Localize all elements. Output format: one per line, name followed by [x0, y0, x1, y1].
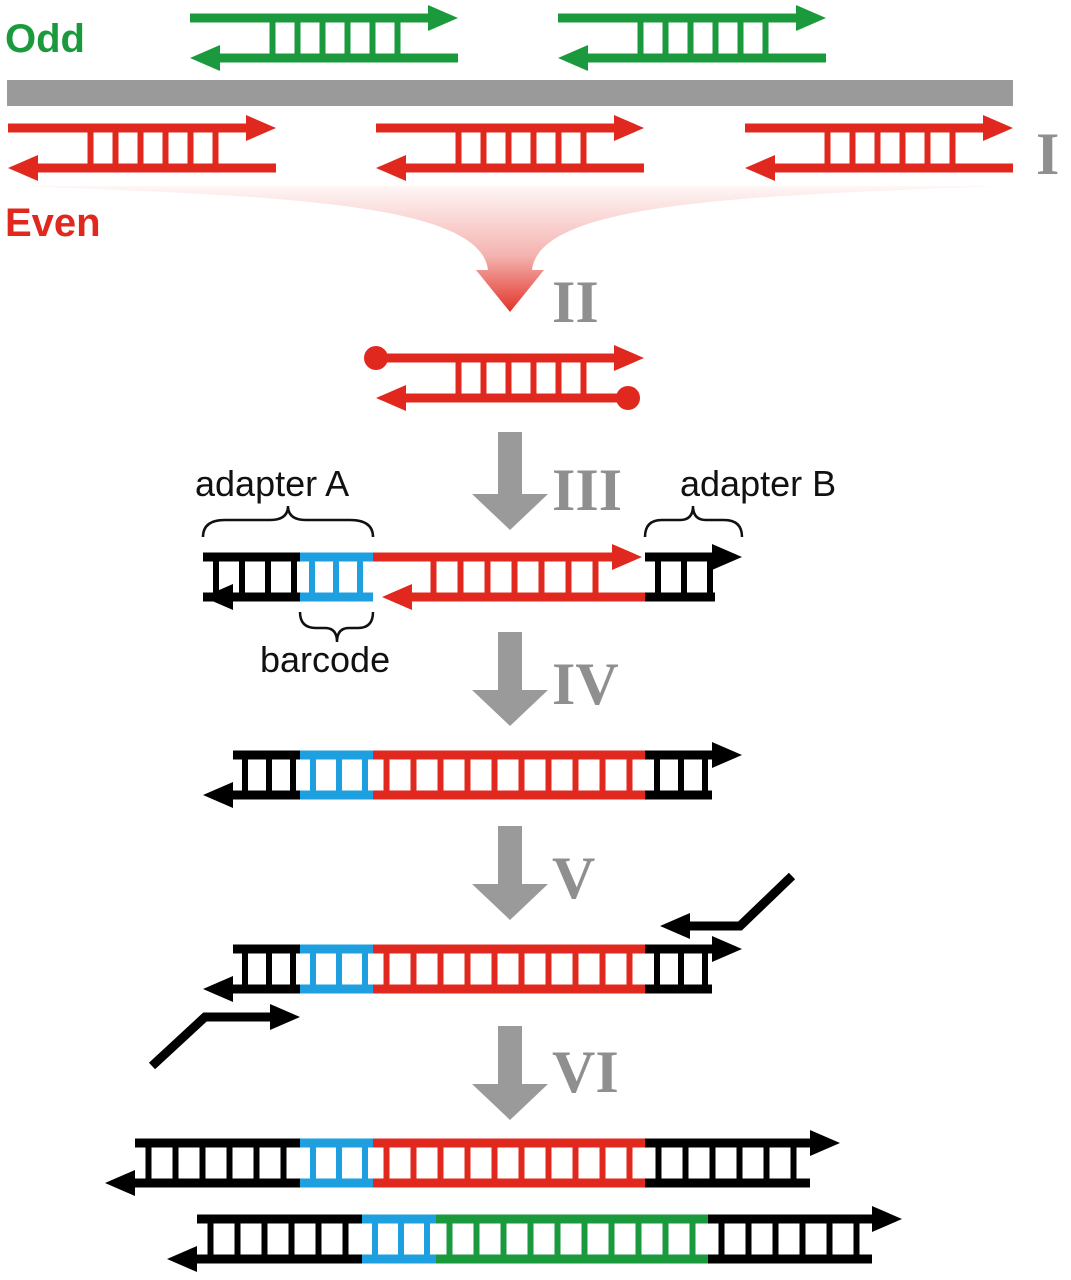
even-fragment-1-top-arrowhead: [246, 115, 276, 141]
even-fragment-1: [87, 128, 219, 168]
primer-b-arrowhead: [660, 913, 690, 939]
filled-molecule-barcode: [310, 755, 368, 795]
even-fragment-3: [824, 128, 956, 168]
template-dna-bar: [7, 80, 1013, 106]
filled-molecule-insert: [383, 755, 633, 795]
ligation-intermediate-adapter-b: [655, 557, 713, 597]
ligation-intermediate-barcode: [309, 557, 363, 597]
ligation-intermediate-adapter-b-arrowhead: [712, 544, 742, 570]
ligation-intermediate-adapter-a-arrowhead: [203, 584, 233, 610]
end-repaired-fragment-bottom-arrowhead: [376, 385, 406, 411]
primer-a-strand: [148, 1012, 270, 1070]
library-odd-adapter-a: [207, 1219, 349, 1259]
filled-molecule-adapter-a: [242, 755, 296, 795]
end-repaired-fragment-phosphate-left: [364, 346, 388, 370]
end-repaired-fragment-top-arrowhead: [614, 345, 644, 371]
library-odd-adapter-b: [718, 1219, 860, 1259]
process-arrow-vi-head: [472, 1084, 548, 1120]
library-odd-insert: [446, 1219, 696, 1259]
process-arrow-iii-shaft: [498, 432, 522, 500]
library-even-bottom-arrowhead: [105, 1170, 135, 1196]
ligation-intermediate-insert: [430, 557, 599, 597]
process-arrow-v-shaft: [498, 826, 522, 890]
process-arrow-v-head: [472, 884, 548, 920]
filled-molecule-bottom-arrowhead: [203, 782, 233, 808]
even-fragment-2-top-arrowhead: [614, 115, 644, 141]
even-fragment-3-bottom-arrowhead: [745, 155, 775, 181]
library-even-adapter-a: [145, 1143, 287, 1183]
primed-molecule-bottom-arrowhead: [203, 976, 233, 1002]
step-label-ii: II: [552, 269, 599, 335]
process-arrow-vi-shaft: [498, 1026, 522, 1090]
even-label: Even: [5, 201, 101, 245]
step-label-iv: IV: [552, 651, 619, 717]
odd-fragment-2: [637, 18, 769, 58]
even-fragment-3-top-arrowhead: [983, 115, 1013, 141]
library-even-top-arrowhead: [810, 1130, 840, 1156]
primed-molecule-adapter-a: [242, 949, 296, 989]
pooling-funnel-arrow: [20, 186, 1000, 312]
odd-fragment-1-bottom-arrowhead: [190, 45, 220, 71]
step-label-v: V: [552, 845, 595, 911]
primed-molecule-insert: [383, 949, 633, 989]
primer-b-strand: [690, 872, 796, 931]
odd-fragment-2-top-arrowhead: [796, 5, 826, 31]
end-repaired-fragment-phosphate-right: [616, 386, 640, 410]
filled-molecule-top-arrowhead: [712, 742, 742, 768]
odd-label: Odd: [5, 17, 85, 61]
step-label-i: I: [1036, 121, 1059, 187]
end-repaired-fragment: [455, 358, 587, 398]
step-label-vi: VI: [552, 1039, 619, 1105]
odd-fragment-2-bottom-arrowhead: [558, 45, 588, 71]
library-odd-top-arrowhead: [872, 1206, 902, 1232]
even-fragment-2: [455, 128, 587, 168]
library-odd-bottom-arrowhead: [167, 1246, 197, 1272]
adapter-b-brace: [643, 505, 744, 538]
library-even-insert: [383, 1143, 633, 1183]
ligation-intermediate-insert-top-arrowhead: [612, 544, 642, 570]
diagram-graphics: [7, 5, 1013, 1272]
barcode-brace: [298, 611, 375, 643]
odd-fragment-1: [269, 18, 401, 58]
even-fragment-1-bottom-arrowhead: [8, 155, 38, 181]
library-even-adapter-b: [655, 1143, 797, 1183]
library-odd-barcode: [372, 1219, 430, 1259]
even-fragment-2-bottom-arrowhead: [376, 155, 406, 181]
ligation-intermediate-adapter-a: [213, 557, 297, 597]
primer-a-arrowhead: [270, 1004, 300, 1030]
step-label-iii: III: [552, 457, 622, 523]
primed-molecule-barcode: [310, 949, 368, 989]
filled-molecule-adapter-b: [654, 755, 708, 795]
adapter-b-label: adapter B: [680, 463, 836, 504]
process-arrow-iv-shaft: [498, 632, 522, 696]
barcode-label: barcode: [260, 639, 390, 680]
adapter-a-label: adapter A: [195, 463, 349, 504]
adapter-a-brace: [201, 505, 375, 538]
library-even-barcode: [310, 1143, 368, 1183]
process-arrow-iv-head: [472, 690, 548, 726]
ligation-intermediate-insert-bottom-arrowhead: [382, 584, 412, 610]
odd-fragment-1-top-arrowhead: [428, 5, 458, 31]
process-arrow-iii-head: [472, 494, 548, 530]
primed-molecule-adapter-b: [654, 949, 708, 989]
primed-molecule-top-arrowhead: [712, 936, 742, 962]
